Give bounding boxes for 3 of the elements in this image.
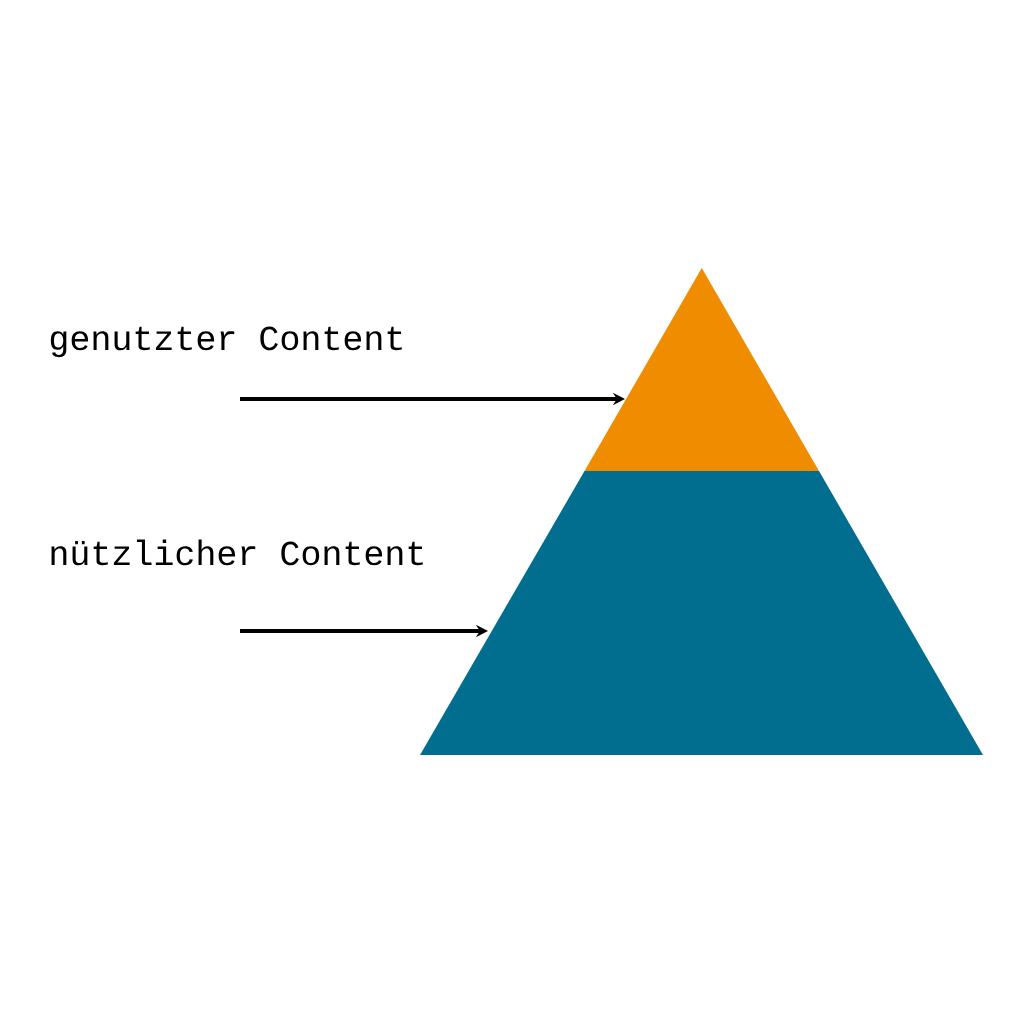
- label-text: genutzter Content: [50, 326, 402, 358]
- pyramid-top: [584, 268, 819, 471]
- label-text: nützlicher Content: [51, 539, 423, 566]
